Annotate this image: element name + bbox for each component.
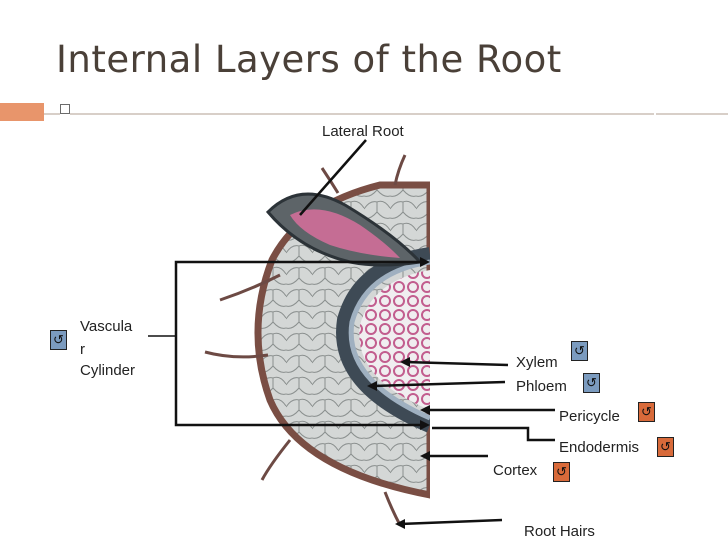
- root-hair: [383, 491, 402, 526]
- title-accent-bar: [0, 103, 44, 121]
- vascular-label-line3: Cylinder: [80, 362, 136, 379]
- return-arrow-icon: ↺: [53, 332, 64, 347]
- phloem-label: Phloem: [516, 378, 567, 395]
- vascular-label-line2: r: [80, 341, 85, 358]
- pericycle-return-button[interactable]: ↺: [638, 402, 655, 422]
- pericycle-label: Pericycle: [559, 408, 620, 425]
- cortex-return-button[interactable]: ↺: [553, 462, 570, 482]
- xylem-label: Xylem: [516, 354, 558, 371]
- cortex-label: Cortex: [493, 462, 538, 479]
- endodermis-return-button[interactable]: ↺: [657, 437, 674, 457]
- root-hair: [204, 350, 269, 359]
- return-arrow-icon: ↺: [574, 343, 585, 358]
- slide-title: Internal Layers of the Root: [56, 38, 562, 81]
- root-hairs-pointer: [399, 518, 503, 526]
- lateral-root-label: Lateral Root: [322, 123, 404, 140]
- vascular-cylinder-region: [359, 270, 430, 410]
- vascular-return-button[interactable]: ↺: [50, 330, 67, 350]
- endodermis-label: Endodermis: [559, 439, 640, 456]
- root-hair: [393, 154, 407, 186]
- phloem-return-button[interactable]: ↺: [583, 373, 600, 393]
- root-hairs-label: Root Hairs: [524, 523, 595, 540]
- return-arrow-icon: ↺: [641, 404, 652, 419]
- title-rule-left: [44, 113, 60, 115]
- vascular-bracket: [174, 260, 425, 427]
- endodermis-pointer: [432, 426, 555, 442]
- title-rule: [70, 113, 654, 115]
- root-hair: [260, 439, 292, 481]
- return-arrow-icon: ↺: [556, 464, 567, 479]
- title-rule-right: [656, 113, 728, 115]
- vascular-label-line1: Vascula: [80, 318, 133, 335]
- xylem-return-button[interactable]: ↺: [571, 341, 588, 361]
- return-arrow-icon: ↺: [660, 439, 671, 454]
- lateral-root-core: [290, 209, 400, 258]
- xylem-pointer: [404, 360, 509, 367]
- root-hair: [219, 273, 281, 302]
- lateral-root-pointer: [299, 139, 367, 216]
- phloem-pointer: [371, 380, 506, 388]
- slide-bullet: [60, 104, 70, 114]
- endodermis-band: [336, 247, 430, 433]
- pericycle-band: [348, 259, 430, 421]
- return-arrow-icon: ↺: [586, 375, 597, 390]
